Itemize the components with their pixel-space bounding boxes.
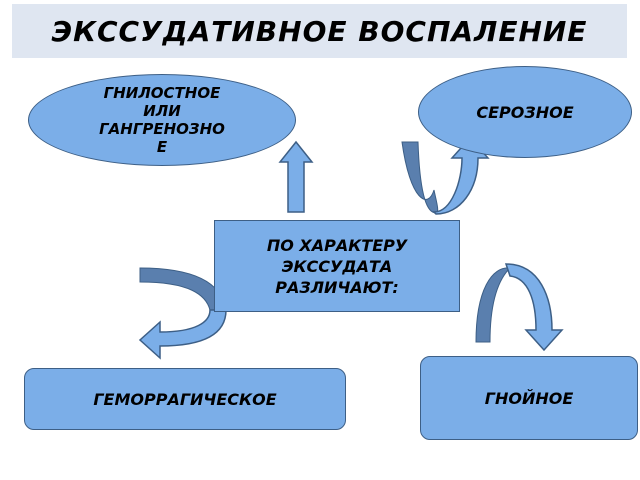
- node-purulent: ГНОЙНОЕ: [420, 356, 638, 440]
- center-line-3: РАЗЛИЧАЮТ:: [275, 277, 399, 297]
- node-purulent-label: ГНОЙНОЕ: [484, 388, 574, 408]
- node-hemorrhagic: ГЕМОРРАГИЧЕСКОЕ: [24, 368, 346, 430]
- node-hemorrhagic-label: ГЕМОРРАГИЧЕСКОЕ: [93, 389, 277, 409]
- node-putrid-line-4: Е: [156, 138, 168, 156]
- arrow-to-putrid: [278, 140, 314, 213]
- center-line-2: ЭКССУДАТА: [281, 256, 393, 276]
- arrow-to-hemorrhagic-head: [138, 309, 227, 360]
- title-bar: ЭКССУДАТИВНОЕ ВОСПАЛЕНИЕ: [12, 4, 627, 58]
- center-line-1: ПО ХАРАКТЕРУ: [266, 235, 408, 255]
- node-serous: СЕРОЗНОЕ: [418, 66, 632, 158]
- arrow-to-serous-head: [432, 136, 490, 215]
- node-putrid: ГНИЛОСТНОЕ ИЛИ ГАНГРЕНОЗНО Е: [28, 74, 296, 166]
- page-title: ЭКССУДАТИВНОЕ ВОСПАЛЕНИЕ: [51, 14, 588, 48]
- node-putrid-line-3: ГАНГРЕНОЗНО: [99, 120, 225, 138]
- node-putrid-line-2: ИЛИ: [143, 102, 181, 120]
- center-box: ПО ХАРАКТЕРУ ЭКССУДАТА РАЗЛИЧАЮТ:: [214, 220, 460, 312]
- arrow-to-serous-tail: [401, 141, 439, 214]
- node-putrid-line-1: ГНИЛОСТНОЕ: [103, 84, 221, 102]
- arrow-to-purulent-tail: [475, 267, 512, 343]
- arrow-to-purulent-head: [504, 263, 564, 352]
- node-serous-label: СЕРОЗНОЕ: [476, 102, 574, 122]
